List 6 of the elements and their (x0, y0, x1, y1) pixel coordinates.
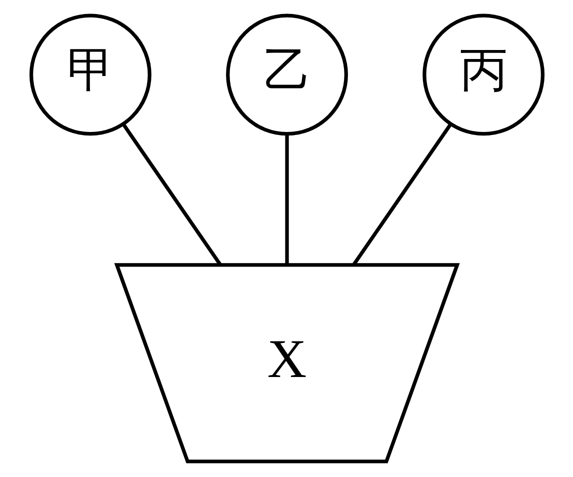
node-circle: 甲 (28, 14, 151, 136)
connector (284, 134, 288, 265)
node-circle: 乙 (226, 14, 348, 136)
node-circle: 丙 (422, 14, 544, 136)
connector (121, 123, 222, 266)
connector (352, 123, 452, 266)
